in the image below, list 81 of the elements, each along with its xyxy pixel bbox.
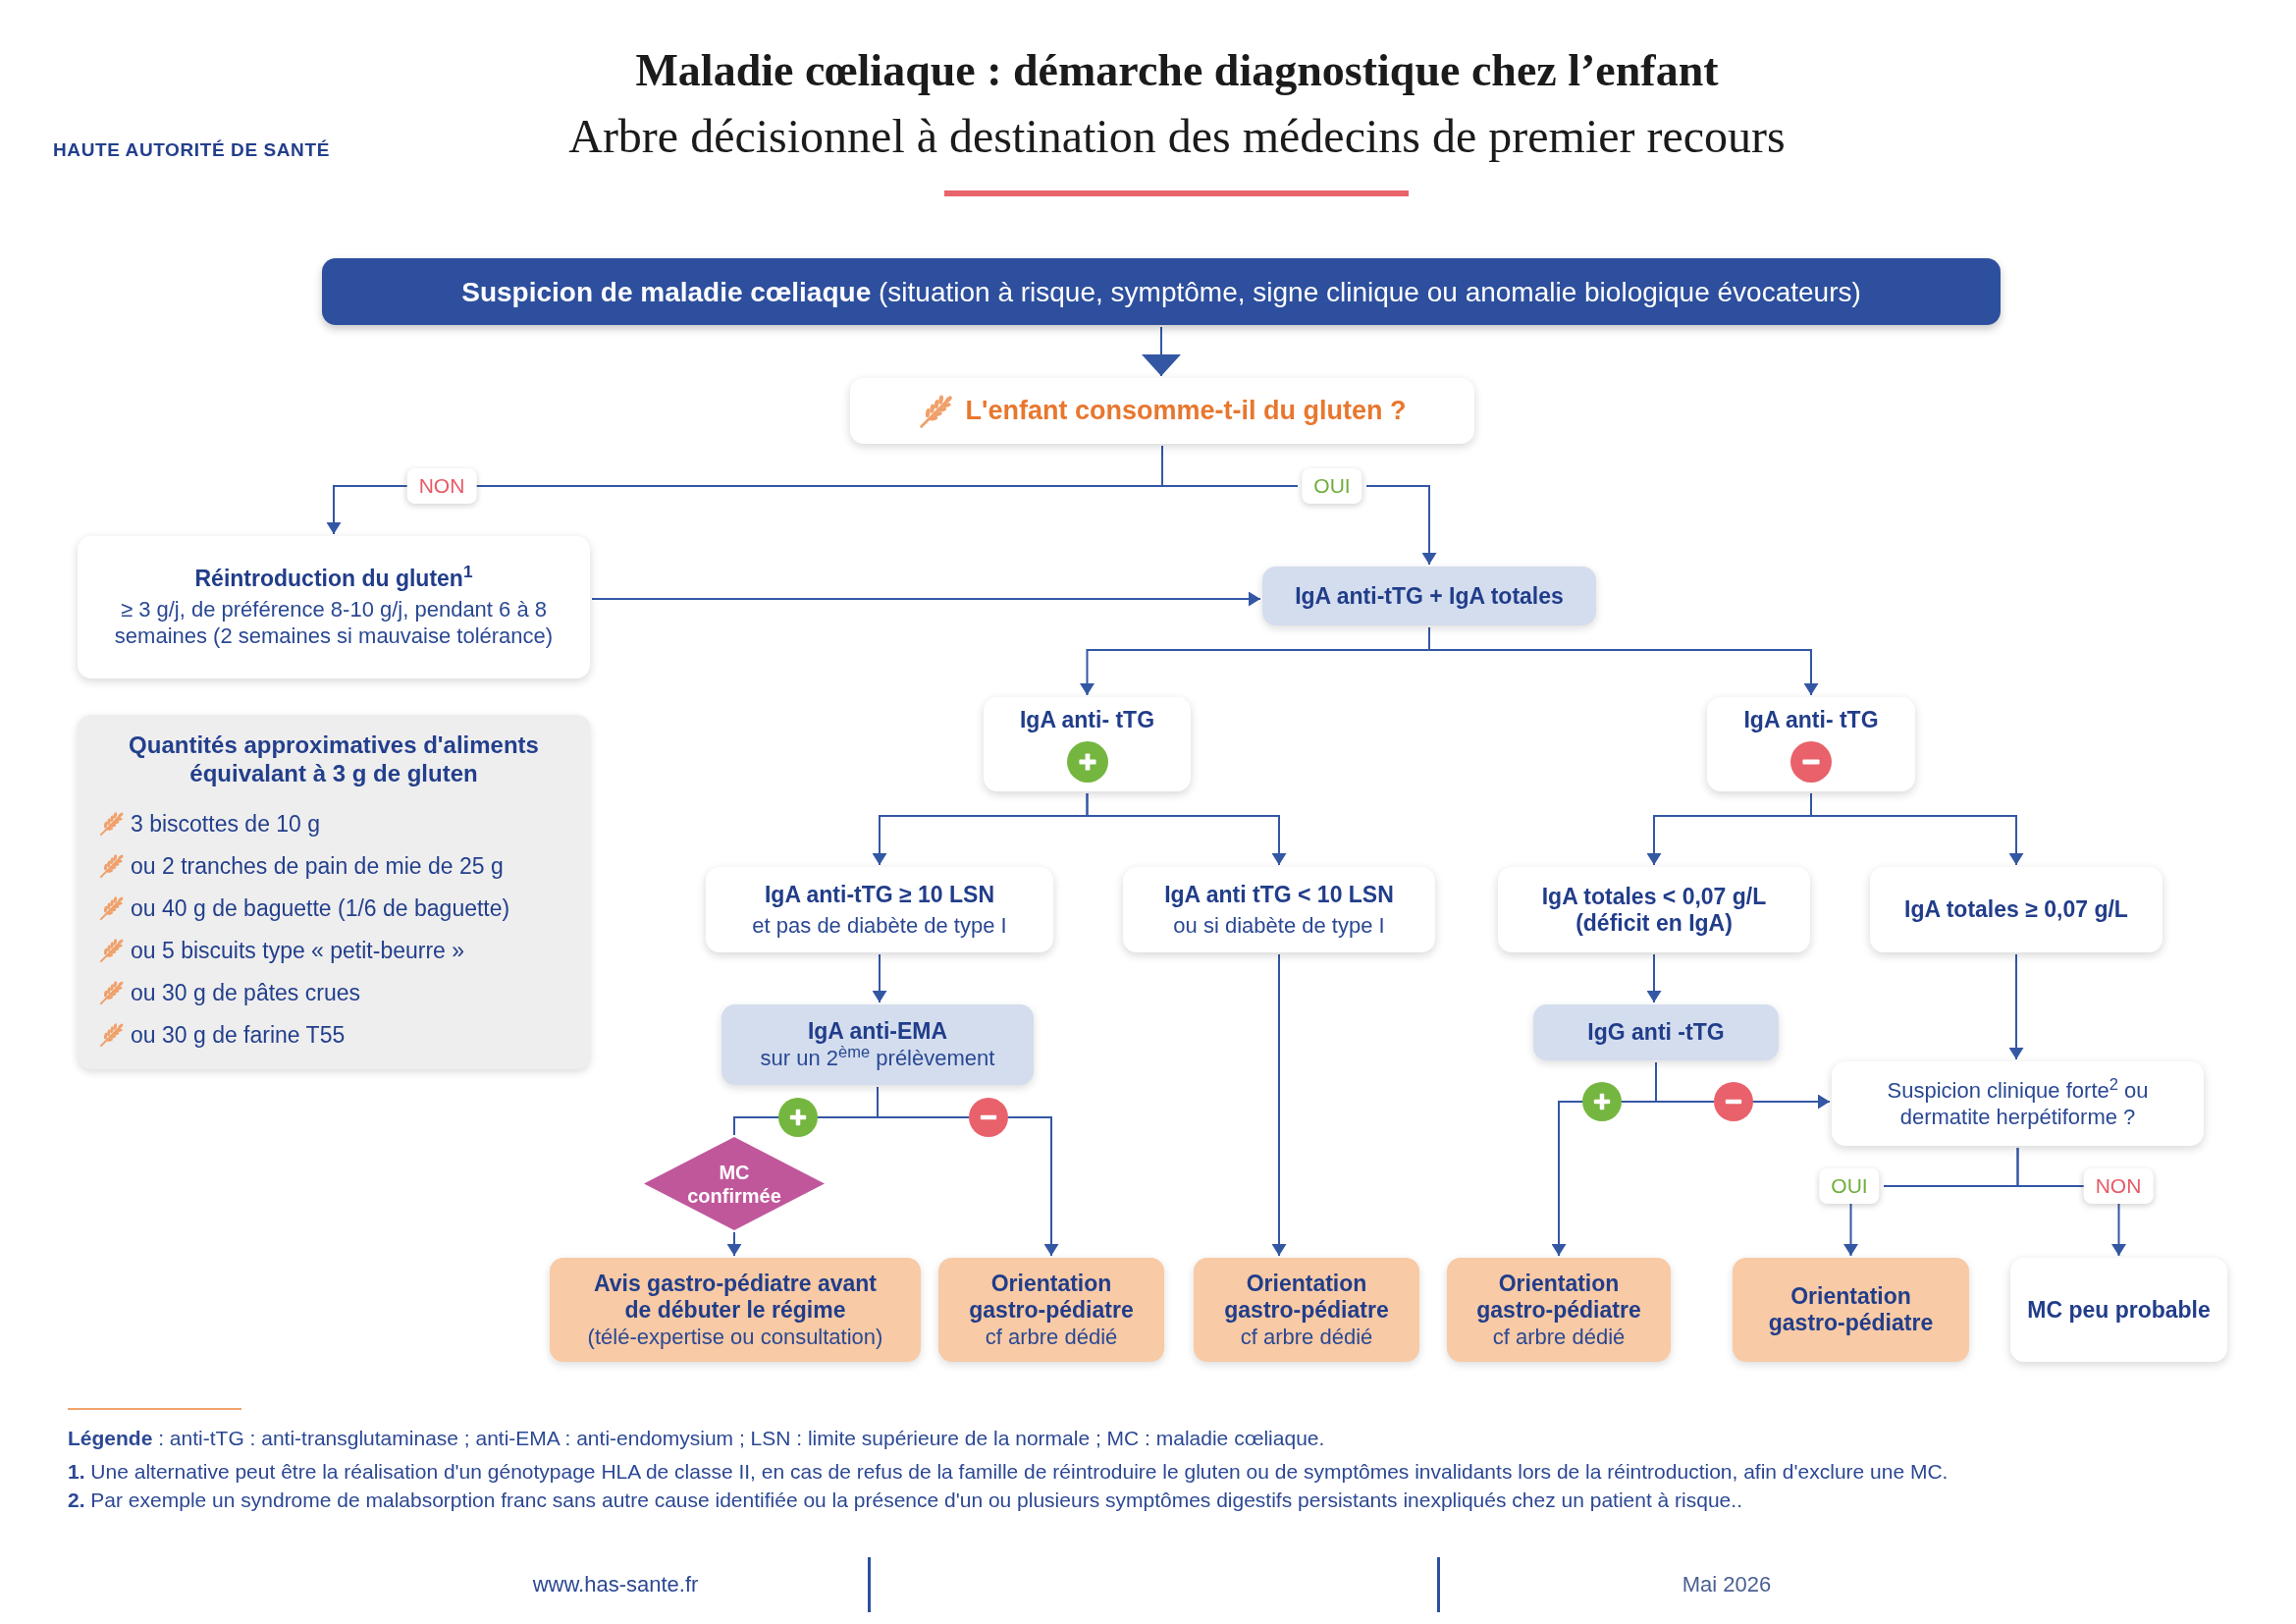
box-heading: Avis gastro-pédiatre avant de débuter le régime (593, 1270, 878, 1324)
outcome-box (1194, 1258, 1419, 1362)
footnote: 2. Par exemple un syndrome de malabsorption franc sans autre cause identifiée ou la présence d'un ou plusieurs symptômes digestifs persistants inexpliqués chez un patient à risque.. (68, 1488, 1743, 1513)
box-text: Suspicion clinique forte$^{2}$ ou dermatite herpétiforme ? (1886, 1077, 2150, 1130)
box-heading: Orientation gastro-pédiatre (968, 1270, 1135, 1324)
box-text: cf arbre dédié (1240, 1323, 1373, 1350)
list-item: ou 5 biscuits type « petit-beurre » (131, 937, 465, 964)
decision-box (1707, 697, 1915, 791)
arrow (2008, 953, 2024, 1060)
edge-label: OUI (1302, 468, 1362, 504)
test-box (721, 1004, 1034, 1085)
test-box (1262, 567, 1596, 625)
glossary-text: Légende : anti-tTG : anti-transglutaminase ; anti-EMA : anti-endomysium ; LSN : limite supérieure de la normale ; MC : maladie cœliaque. (68, 1426, 1326, 1451)
decision-box (1832, 1061, 2204, 1146)
box-heading: IgG anti -tTG (1587, 1019, 1725, 1046)
title: Maladie cœliaque : démarche diagnostique chez l’enfant (634, 44, 1720, 97)
outcome-box (550, 1258, 921, 1362)
question-box (850, 378, 1474, 444)
info-panel (78, 715, 590, 1069)
edge-label: OUI (1819, 1168, 1880, 1204)
box-heading: Réintroduction du gluten$^{1}$ (194, 566, 473, 592)
panel-heading: Quantités approximatives d'aliments équivalant à 3 g de gluten (128, 731, 540, 787)
box-heading: IgA anti tTG < 10 LSN (1164, 881, 1394, 908)
list-item: ou 40 g de baguette (1/6 de baguette) (131, 894, 510, 922)
test-box (1533, 1004, 1779, 1060)
box-text: ou si diabète de type I (1173, 911, 1385, 939)
list-item: ou 30 g de farine T55 (131, 1021, 346, 1049)
decision-box (706, 867, 1053, 952)
decision-box (984, 697, 1191, 791)
box-heading: IgA totales ≥ 0,07 g/L (1904, 896, 2128, 923)
outcome-box (938, 1258, 1164, 1362)
list-item: ou 2 tranches de pain de mie de 25 g (131, 852, 504, 880)
decision-diamond (644, 1137, 825, 1230)
box-text: (télé-expertise ou consultation) (587, 1323, 883, 1350)
edge-label: NON (2083, 1168, 2154, 1204)
box-heading: IgA anti- tTG (1019, 706, 1155, 733)
arrow (1646, 953, 1662, 1003)
box-heading: IgA anti-tTG + IgA totales (1295, 582, 1564, 610)
banner-text: Suspicion de maladie cœliaque (situation à risque, symptôme, signe clinique ou anomalie biologique évocateurs) (461, 275, 1861, 309)
arrow (591, 591, 1261, 607)
box-text: sur un 2$^{ème}$ prélèvement (760, 1045, 995, 1071)
arrow (1161, 445, 1437, 566)
arrow (2016, 1147, 2126, 1257)
outcome-box (1733, 1258, 1969, 1362)
box-heading: Orientation gastro-pédiatre (1767, 1283, 1935, 1336)
decision-box (1123, 867, 1435, 952)
decision-box (2010, 1258, 2227, 1362)
date-text: Mai 2026 (1681, 1571, 1773, 1598)
website-url: www.has-sante.fr (531, 1571, 700, 1598)
box-text: cf arbre dédié (1492, 1323, 1626, 1350)
box-heading: Orientation gastro-pédiatre (1475, 1270, 1642, 1324)
list-item: 3 biscottes de 10 g (131, 810, 321, 838)
list-item: ou 30 g de pâtes crues (131, 979, 360, 1006)
footnote: 1. Une alternative peut être la réalisation d'un génotypage HLA de classe II, en cas de refus de la famille de réintroduire le gluten ou de symptômes invalidants lors de la réintroduction, afin d'exclure une MC. (68, 1459, 1949, 1485)
header-box (322, 258, 2001, 325)
diamond-text: MC confirmée (686, 1160, 782, 1208)
subtitle: Arbre décisionnel à destination des médecins de premier recours (567, 109, 1787, 164)
arrow (1271, 953, 1287, 1257)
arrow (1810, 792, 2024, 866)
decision-box (1498, 867, 1810, 952)
box-text: ≥ 3 g/j, de préférence 8-10 g/j, pendant 6 à 8 semaines (2 semaines si mauvaise tolérance) (113, 596, 555, 649)
box-text: et pas de diabète de type I (752, 911, 1007, 939)
outcome-box (1447, 1258, 1671, 1362)
box-heading: Orientation gastro-pédiatre (1223, 1270, 1390, 1324)
question-text: L'enfant consomme-t-il du gluten ? (965, 395, 1407, 428)
edge-label: NON (406, 468, 477, 504)
arrow (877, 1086, 1059, 1257)
decision-box (1870, 867, 2163, 952)
arrow (1086, 792, 1287, 866)
arrow (872, 953, 887, 1003)
arrow (726, 1231, 742, 1257)
box-heading: MC peu probable (2027, 1296, 2211, 1324)
box-heading: IgA anti- tTG (1743, 706, 1879, 733)
box-heading: IgA anti-tTG ≥ 10 LSN (764, 881, 995, 908)
box-text: cf arbre dédié (985, 1323, 1118, 1350)
arrow (1142, 326, 1181, 377)
organization-name: HAUTE AUTORITÉ DE SANTÉ (53, 138, 330, 162)
decision-box (78, 536, 590, 678)
box-heading: IgA anti-EMA (807, 1018, 948, 1045)
box-heading: IgA totales < 0,07 g/L (déficit en IgA) (1540, 883, 1768, 937)
arrow (1655, 1061, 1831, 1110)
